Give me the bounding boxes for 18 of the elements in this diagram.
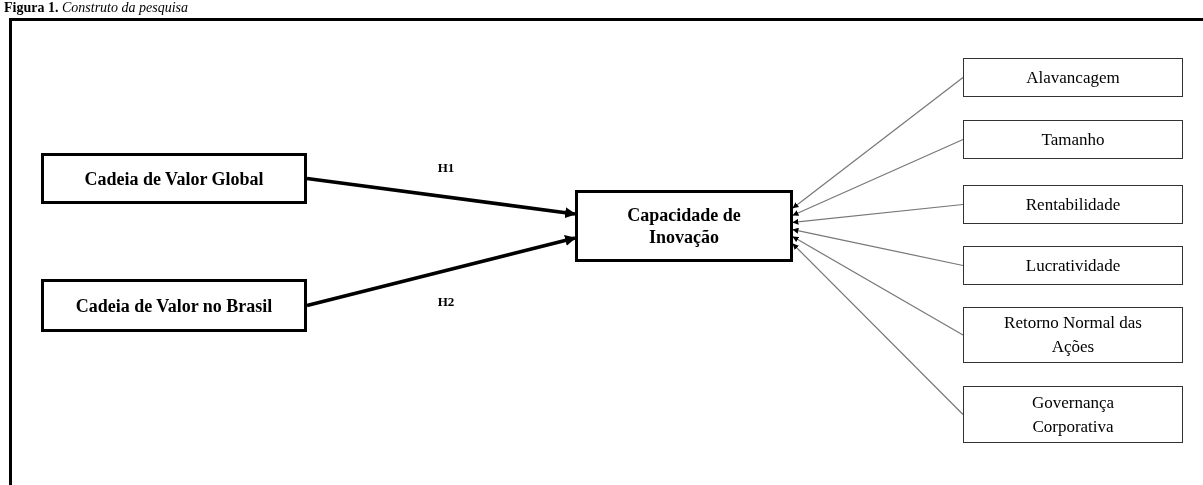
construct-box: Capacidade de Inovação xyxy=(575,190,793,262)
variable-box: Rentabilidade xyxy=(963,185,1183,224)
arrow xyxy=(792,76,964,209)
arrow xyxy=(792,203,964,225)
arrow xyxy=(792,227,964,267)
variable-box: Retorno Normal das Ações xyxy=(963,307,1183,363)
construct-box: Cadeia de Valor Global xyxy=(41,153,307,204)
construct-box: Cadeia de Valor no Brasil xyxy=(41,279,307,332)
arrow xyxy=(792,243,964,416)
variable-box: Lucratividade xyxy=(963,246,1183,285)
arrow xyxy=(792,236,964,336)
variable-box: Governança Corporativa xyxy=(963,386,1183,443)
variable-box: Alavancagem xyxy=(963,58,1183,97)
figure-title: Figura 1. Construto da pesquisa xyxy=(4,0,188,16)
variable-box: Tamanho xyxy=(963,120,1183,159)
arrow xyxy=(792,138,964,216)
arrow xyxy=(306,235,577,308)
arrow xyxy=(306,176,577,219)
